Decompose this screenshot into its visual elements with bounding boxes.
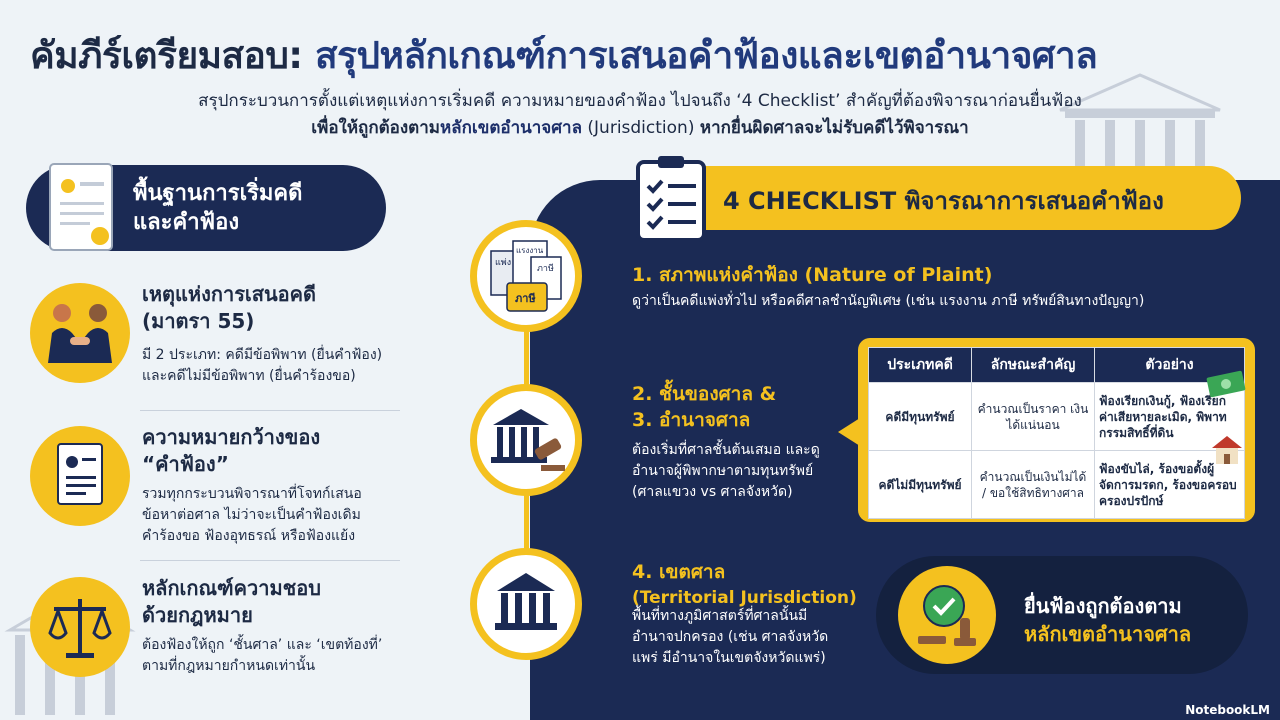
- table-row: คดีมีทุนทรัพย์ คำนวณเป็นราคา เงินได้แน่น…: [868, 382, 1245, 451]
- handshake-icon: [30, 283, 130, 383]
- svg-text:ภาษี: ภาษี: [537, 263, 554, 274]
- money-icon: [1206, 370, 1246, 398]
- subtitle-line-1: สรุปกระบวนการตั้งแต่เหตุแห่งการเริ่มคดี …: [198, 91, 1082, 111]
- clipboard-checklist-icon: [636, 156, 706, 242]
- table-pointer: [838, 418, 860, 446]
- document-icon: [30, 426, 130, 526]
- scales-icon: [30, 577, 130, 677]
- checklist-item-4-body: พื้นที่ทางภูมิศาสตร์ที่ศาลนั้นมีอำนาจปกค…: [632, 608, 829, 666]
- subtitle-line-2: เพื่อให้ถูกต้องตามหลักเขตอำนาจศาล (Juris…: [311, 118, 969, 138]
- svg-text:ภาษี: ภาษี: [515, 292, 536, 305]
- divider: [140, 410, 400, 411]
- document-stack-icon: แพ่ง แรงงาน ภาษี ภาษี: [470, 220, 582, 332]
- court-gavel-icon: [470, 384, 582, 496]
- checklist-item-4-title: 4. เขตศาล(Territorial Jurisdiction): [632, 561, 857, 608]
- page-subtitle: สรุปกระบวนการตั้งแต่เหตุแห่งการเริ่มคดี …: [140, 88, 1140, 142]
- certificate-document-icon: [49, 163, 113, 251]
- approval-stamp-icon: [898, 566, 996, 664]
- final-badge: ยื่นฟ้องถูกต้องตาม หลักเขตอำนาจศาล: [876, 556, 1248, 674]
- table-row: คดีไม่มีทุนทรัพย์ คำนวณเป็นเงินไม่ได้ / …: [868, 450, 1245, 519]
- checklist-banner: 4 CHECKLIST พิจารณาการเสนอคำฟ้อง: [665, 166, 1241, 230]
- checklist-item-2-body: ต้องเริ่มที่ศาลชั้นต้นเสมอ และดูอำนาจผู้…: [632, 442, 820, 500]
- courthouse-icon: [470, 548, 582, 660]
- svg-text:แรงงาน: แรงงาน: [516, 246, 544, 255]
- title-main: สรุปหลักเกณฑ์การเสนอคำฟ้องและเขตอำนาจศาล: [315, 34, 1098, 77]
- table-header-row: ประเภทคดี ลักษณะสำคัญ ตัวอย่าง: [868, 347, 1245, 383]
- page-title: คัมภีร์เตรียมสอบ: สรุปหลักเกณฑ์การเสนอคำ…: [30, 26, 1260, 85]
- house-icon: [1212, 436, 1242, 464]
- svg-text:แพ่ง: แพ่ง: [495, 258, 511, 268]
- title-prefix: คัมภีร์เตรียมสอบ:: [30, 34, 303, 77]
- brand-label: NotebookLM: [1181, 702, 1274, 718]
- divider: [140, 560, 400, 561]
- case-type-table: ประเภทคดี ลักษณะสำคัญ ตัวอย่าง คดีมีทุนท…: [868, 347, 1245, 519]
- checklist-item-1-title: 1. สภาพแห่งคำฟ้อง (Nature of Plaint): [632, 264, 993, 286]
- checklist-item-2-title: 2. ชั้นของศาล &3. อำนาจศาล: [632, 383, 777, 431]
- checklist-item-1-body: ดูว่าเป็นคดีแพ่งทั่วไป หรือคดีศาลชำนัญพิ…: [632, 293, 1145, 309]
